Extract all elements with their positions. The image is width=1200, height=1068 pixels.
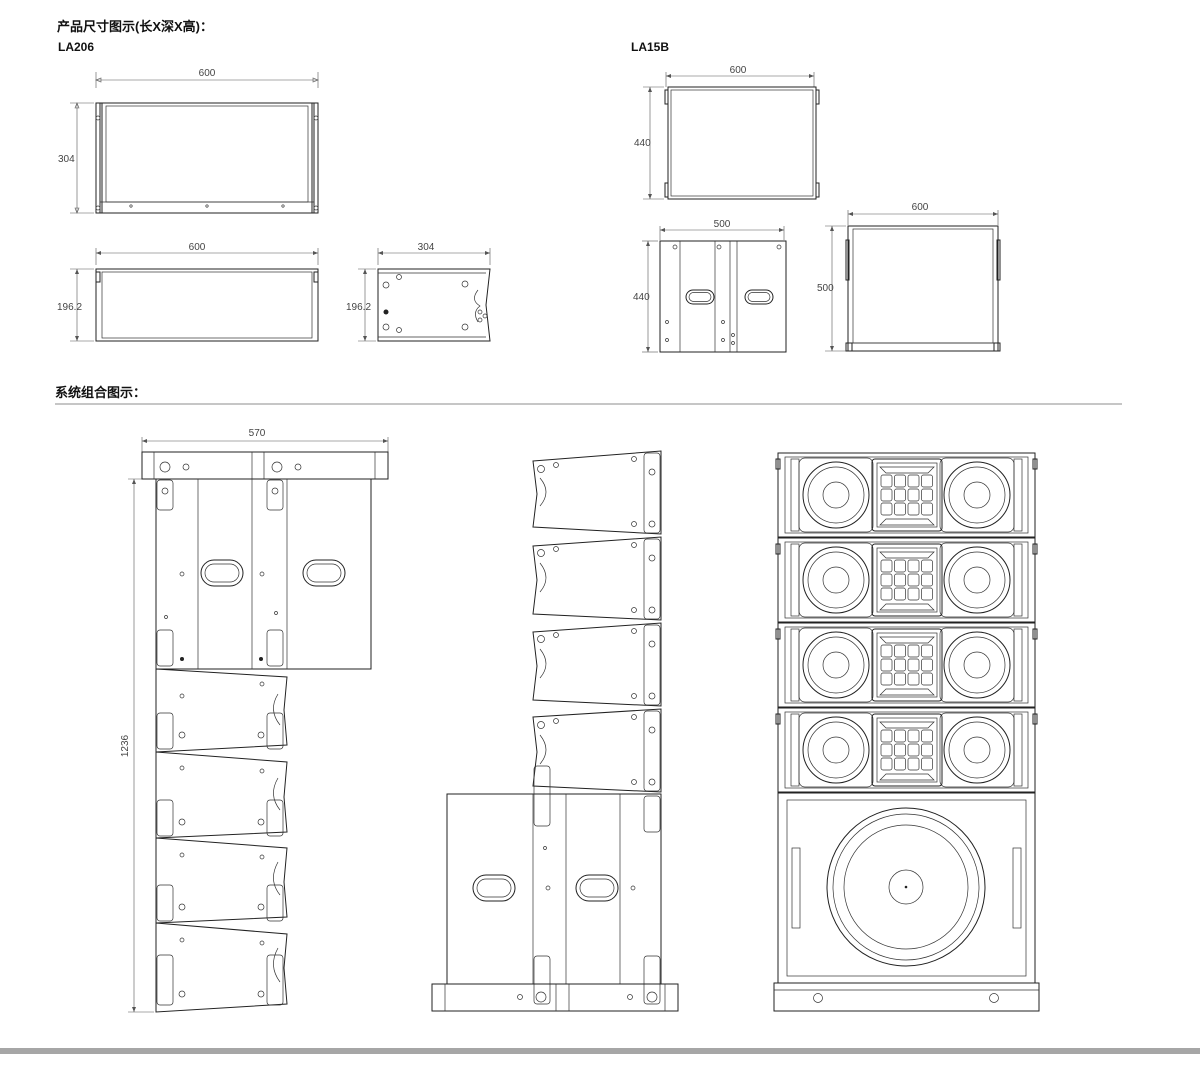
side-array-element-2 xyxy=(155,751,288,839)
woofer-driver xyxy=(798,712,874,788)
la15b-front-view xyxy=(643,72,820,200)
la15b-top-width-dim: 600 xyxy=(912,202,929,213)
la206-top-width-dim: 600 xyxy=(189,242,206,253)
horn-waveguide xyxy=(871,543,943,617)
woofer-driver xyxy=(939,712,1015,788)
system-front-view xyxy=(773,452,1040,1012)
horn-waveguide xyxy=(871,458,943,532)
side-array-element-1 xyxy=(155,668,288,753)
la206-front-height-dim: 304 xyxy=(58,154,75,165)
woofer-driver xyxy=(798,457,874,533)
woofer-driver xyxy=(798,627,874,703)
la206-front-width-dim: 600 xyxy=(199,68,216,79)
woofer-driver xyxy=(939,457,1015,533)
product-dimensions-heading: 产品尺寸图示(长X深X高)： xyxy=(57,19,214,34)
system-height-dim: 1236 xyxy=(120,734,131,757)
front-array-cabinet-2 xyxy=(775,537,1038,623)
woofer-driver xyxy=(939,542,1015,618)
la206-model-label: LA206 xyxy=(58,40,95,54)
la15b-side-view xyxy=(642,226,787,353)
woofer-driver xyxy=(798,542,874,618)
side-array-element-3 xyxy=(155,837,288,924)
la206-side-width-dim: 304 xyxy=(418,242,435,253)
stack-array-element-1 xyxy=(532,450,662,535)
la15b-model-label: LA15B xyxy=(631,40,670,54)
front-array-cabinet-4 xyxy=(775,707,1038,793)
la15b-side-height-dim: 440 xyxy=(633,292,650,303)
la206-top-height-dim: 196.2 xyxy=(57,302,82,313)
system-width-dim: 570 xyxy=(249,428,266,439)
horn-waveguide xyxy=(871,628,943,702)
footer-bar xyxy=(0,1048,1200,1054)
system-side-view-ground-stack xyxy=(431,450,679,1012)
la206-side-view xyxy=(358,248,491,342)
la15b-top-view xyxy=(825,210,1001,352)
woofer-driver xyxy=(939,627,1015,703)
system-combination-heading: 系统组合图示： xyxy=(55,385,147,400)
stack-array-element-4 xyxy=(532,708,662,793)
front-array-cabinet-3 xyxy=(775,622,1038,708)
stack-array-element-3 xyxy=(532,622,662,707)
stack-array-element-2 xyxy=(532,536,662,621)
la15b-top-height-dim: 500 xyxy=(817,283,834,294)
horn-waveguide xyxy=(871,713,943,787)
front-array-cabinet-1 xyxy=(775,452,1038,538)
la15b-front-width-dim: 600 xyxy=(730,65,747,76)
la15b-side-width-dim: 500 xyxy=(714,219,731,230)
side-array-element-4 xyxy=(155,922,288,1013)
front-subwoofer-cabinet xyxy=(773,792,1040,1012)
la206-front-view xyxy=(70,72,319,214)
system-side-view xyxy=(128,437,389,1013)
la15b-front-height-dim: 440 xyxy=(634,138,651,149)
la206-top-view xyxy=(70,248,319,342)
la206-side-height-dim: 196.2 xyxy=(346,302,371,313)
